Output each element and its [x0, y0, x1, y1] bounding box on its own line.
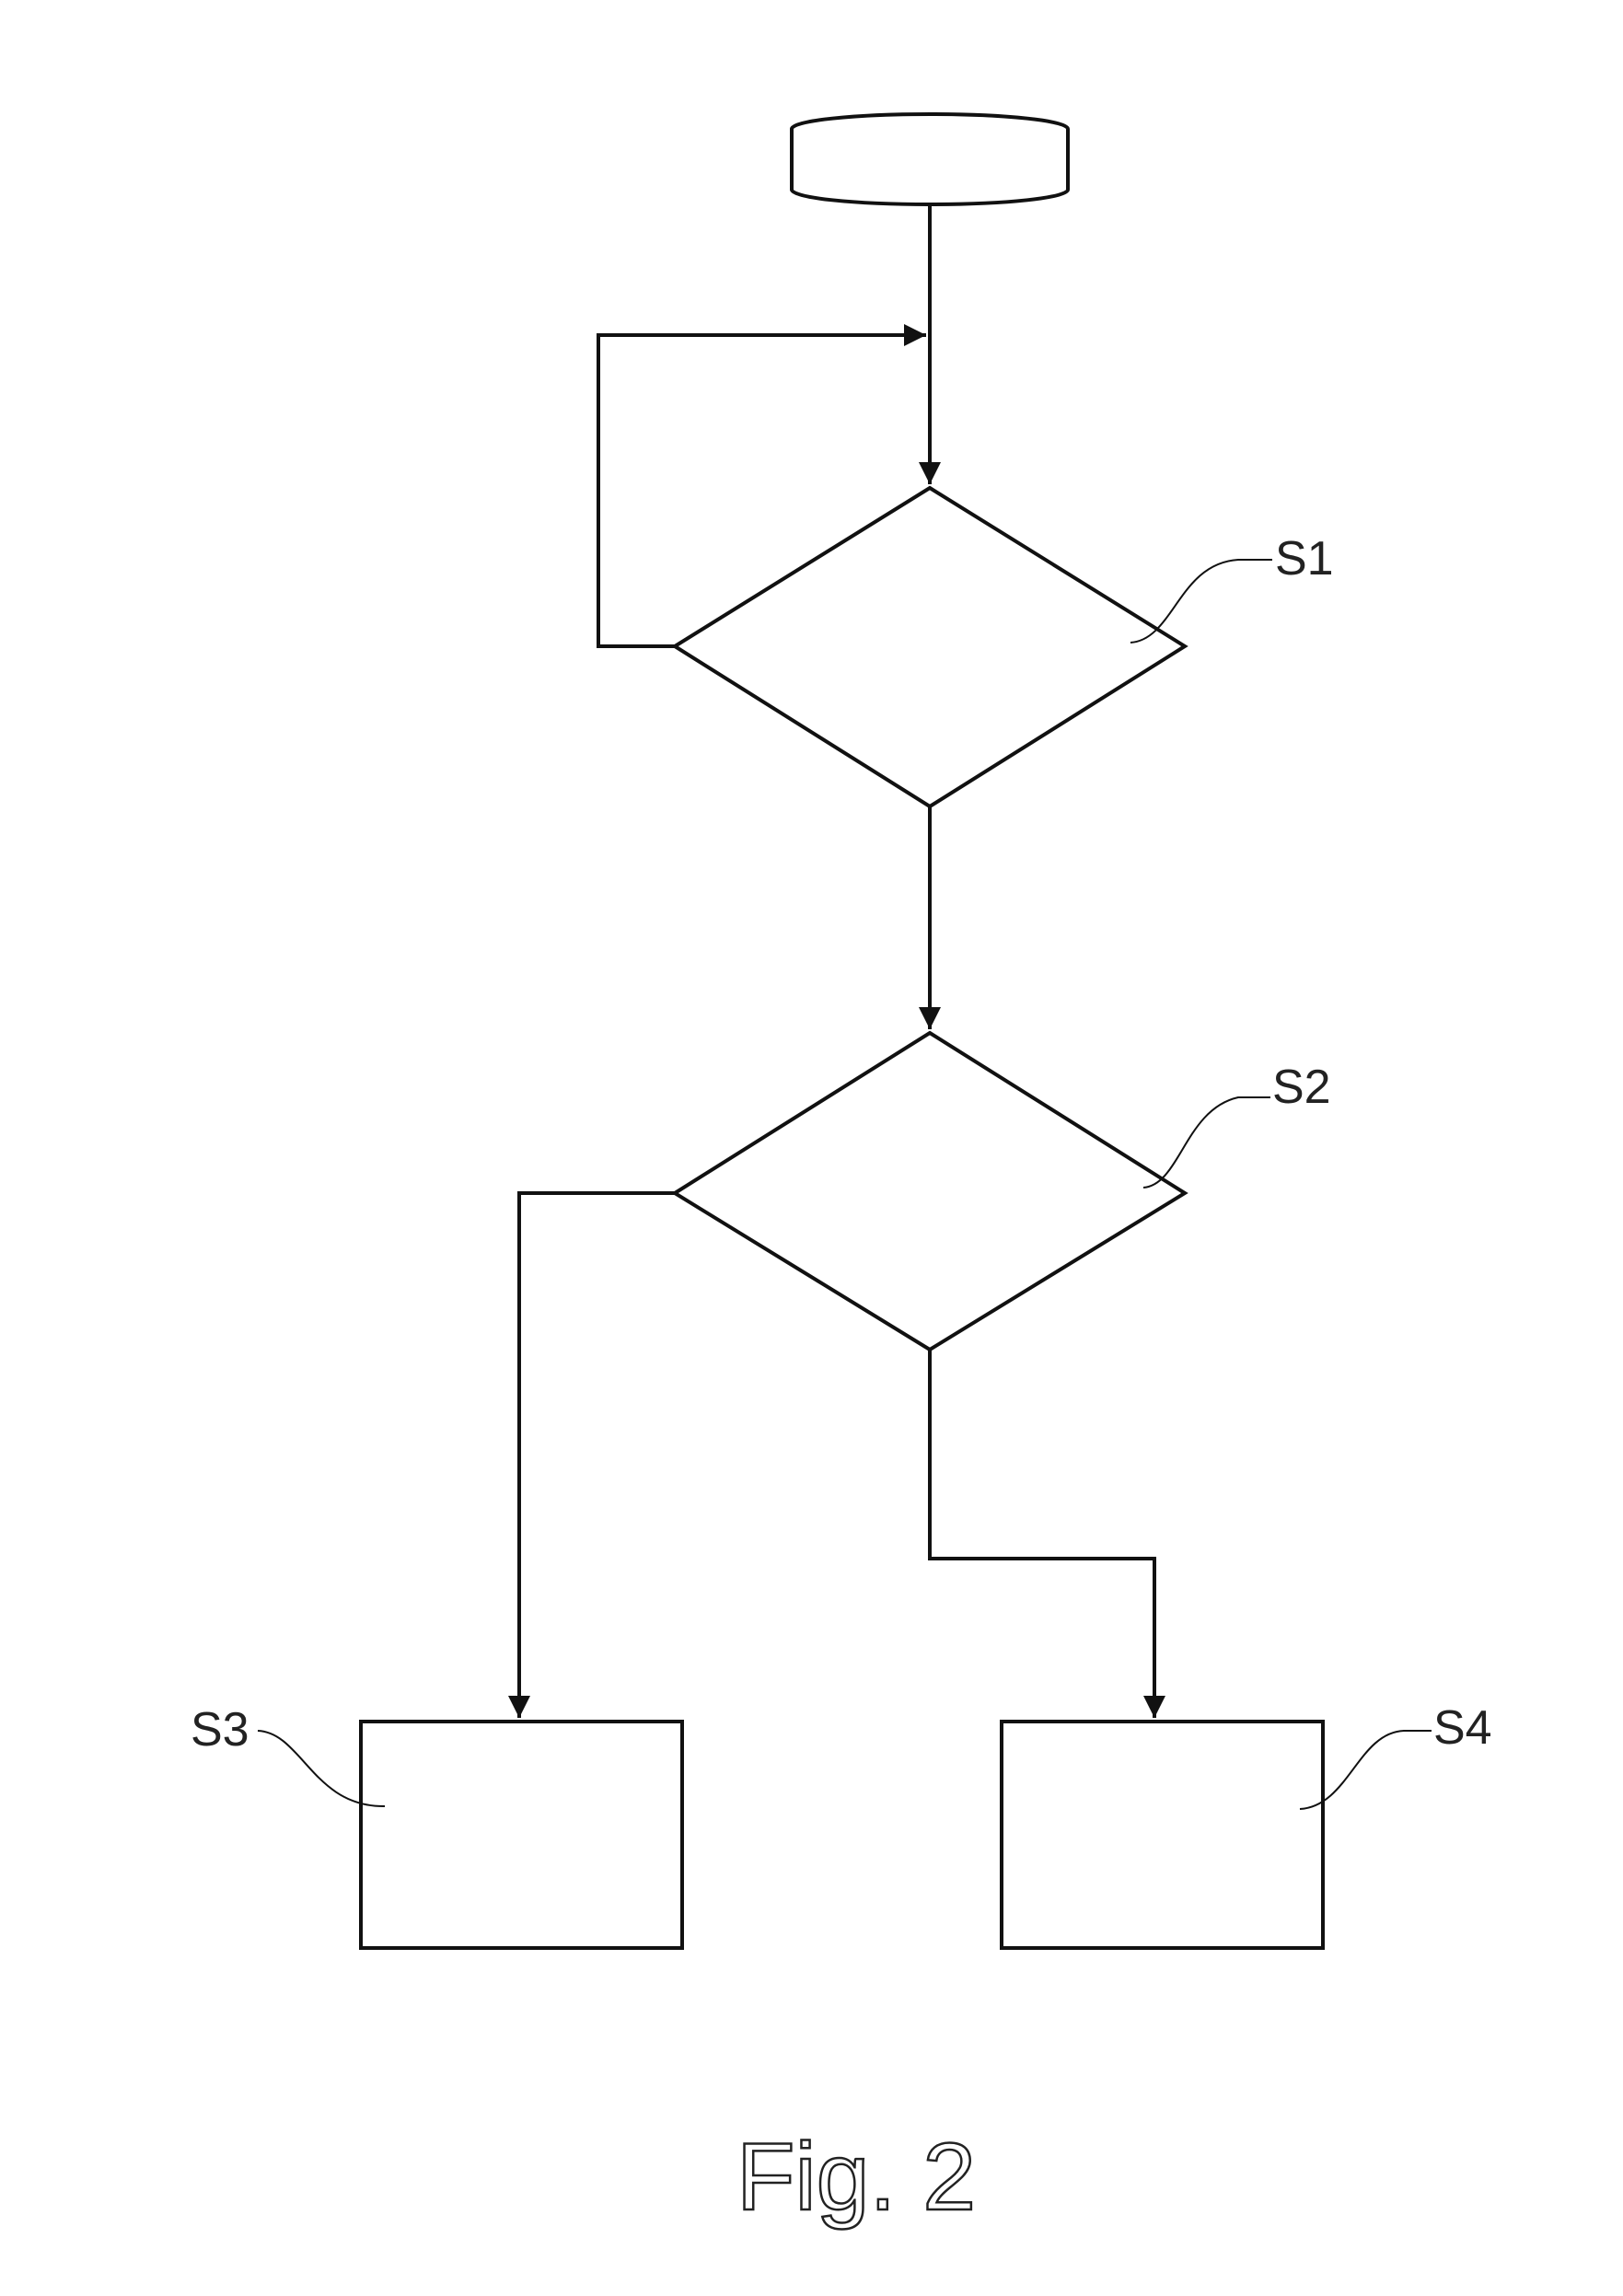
connector-s1-loop	[597, 324, 926, 648]
process-box-s4	[1000, 1720, 1325, 1950]
label-s4: S4	[1433, 1701, 1492, 1755]
start-terminal	[790, 112, 1070, 206]
label-s2: S2	[1272, 1061, 1331, 1114]
label-s3: S3	[191, 1703, 249, 1757]
label-s1: S1	[1275, 532, 1334, 586]
connector-s2-to-s4	[928, 1350, 1165, 1718]
leader-line-s3	[257, 1730, 386, 1808]
connector-s2-to-s3	[508, 1191, 675, 1718]
process-box-s3	[359, 1720, 684, 1950]
leader-line-s4	[1299, 1730, 1432, 1810]
leader-line-s1	[1130, 559, 1272, 644]
decision-s1	[671, 485, 1188, 809]
decision-s2	[671, 1030, 1188, 1352]
figure-caption: Fig. 2	[736, 2124, 976, 2231]
leader-line-s2	[1142, 1096, 1270, 1189]
